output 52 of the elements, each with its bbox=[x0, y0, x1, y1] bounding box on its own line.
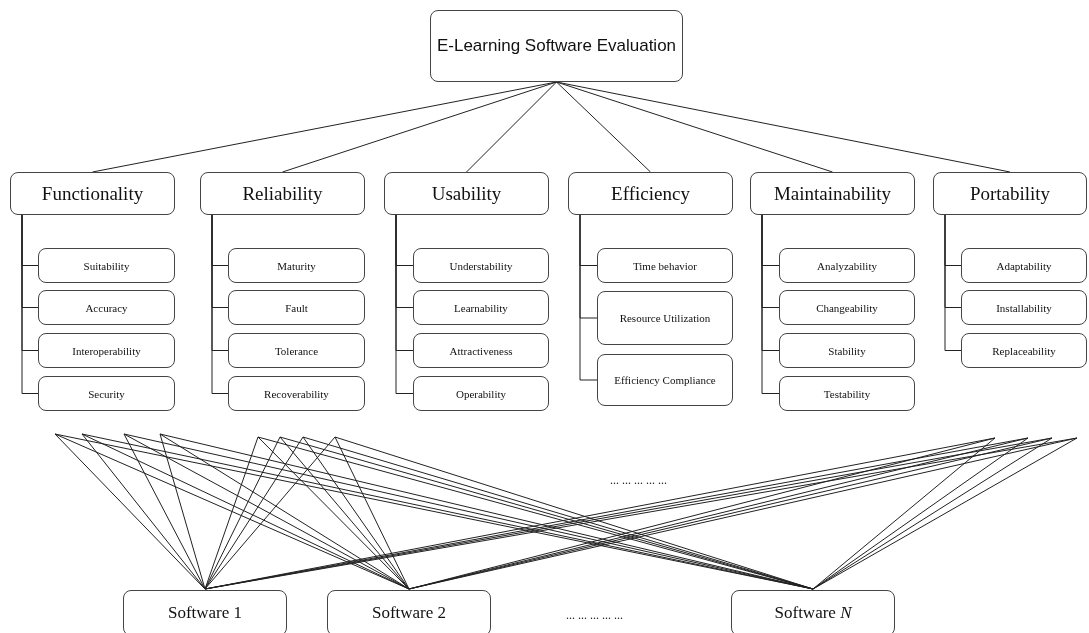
subcriterion-box: Learnability bbox=[413, 290, 549, 325]
subcriterion-box: Stability bbox=[779, 333, 915, 368]
connector-line bbox=[944, 214, 962, 351]
subcriterion-box: Operability bbox=[413, 376, 549, 411]
connector-line bbox=[395, 214, 414, 394]
connector-line bbox=[761, 214, 780, 394]
connector-line bbox=[21, 214, 39, 394]
subcriterion-box: Adaptability bbox=[961, 248, 1087, 283]
alternative-box: Software 1 bbox=[123, 590, 287, 633]
criterion-box: Efficiency bbox=[568, 172, 733, 215]
criterion-box: Portability bbox=[933, 172, 1087, 215]
criterion-box: Functionality bbox=[10, 172, 175, 215]
connector-line bbox=[334, 436, 410, 590]
subcriterion-box: Maturity bbox=[228, 248, 365, 283]
connector-line bbox=[211, 214, 229, 394]
criterion-box: Reliability bbox=[200, 172, 365, 215]
subcriterion-box: Efficiency Compliance bbox=[597, 354, 733, 406]
subcriterion-box: Installability bbox=[961, 290, 1087, 325]
connector-line bbox=[123, 433, 206, 590]
subcriterion-box: Recoverability bbox=[228, 376, 365, 411]
subcriterion-box: Understability bbox=[413, 248, 549, 283]
subcriterion-box: Replaceability bbox=[961, 333, 1087, 368]
alternative-box: Software N bbox=[731, 590, 895, 633]
subcriterion-box: Analyzability bbox=[779, 248, 915, 283]
connector-line bbox=[282, 81, 557, 173]
ellipsis-text: ... ... ... ... ... bbox=[610, 473, 667, 488]
connector-line bbox=[204, 436, 281, 590]
subcriterion-box: Attractiveness bbox=[413, 333, 549, 368]
connector-line bbox=[204, 436, 336, 590]
subcriterion-box: Security bbox=[38, 376, 175, 411]
subcriterion-box: Interoperability bbox=[38, 333, 175, 368]
connector-line bbox=[579, 214, 598, 381]
subcriterion-box: Resource Utilization bbox=[597, 291, 733, 345]
subcriterion-box: Changeability bbox=[779, 290, 915, 325]
connector-line bbox=[556, 81, 833, 173]
connector-line bbox=[159, 433, 206, 590]
subcriterion-box: Accuracy bbox=[38, 290, 175, 325]
root-box: E-Learning Software Evaluation bbox=[430, 10, 683, 82]
ellipsis-text: ... ... ... ... ... bbox=[566, 608, 623, 623]
criterion-box: Usability bbox=[384, 172, 549, 215]
connector-line bbox=[204, 436, 259, 590]
connector-line bbox=[302, 436, 410, 590]
connector-line bbox=[81, 433, 206, 590]
subcriterion-box: Fault bbox=[228, 290, 365, 325]
alternative-box: Software 2 bbox=[327, 590, 491, 633]
subcriterion-box: Time behavior bbox=[597, 248, 733, 283]
connector-line bbox=[466, 81, 557, 173]
subcriterion-box: Tolerance bbox=[228, 333, 365, 368]
subcriterion-box: Suitability bbox=[38, 248, 175, 283]
criterion-box: Maintainability bbox=[750, 172, 915, 215]
connector-line bbox=[556, 81, 651, 173]
subcriterion-box: Testability bbox=[779, 376, 915, 411]
